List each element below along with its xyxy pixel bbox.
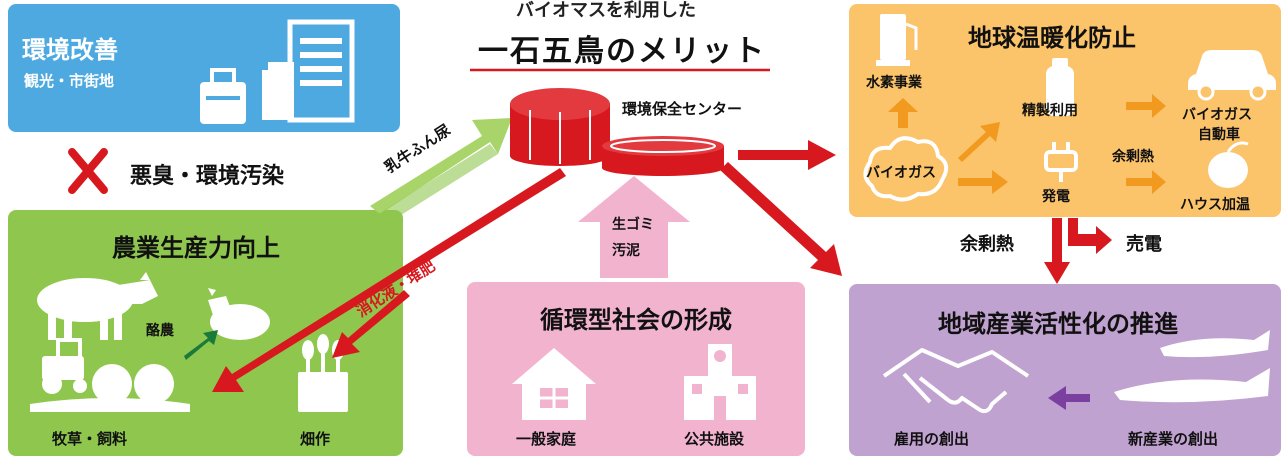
to-regional-arrow (720, 162, 842, 276)
household-label: 一般家庭 (516, 430, 577, 448)
waste-label-line2: 汚泥 (612, 243, 640, 259)
up-arrow-orange (888, 98, 918, 128)
storage-tank-icon (602, 136, 724, 176)
hay-bales-icon (30, 364, 190, 412)
greenhouse-fruit-icon (1208, 141, 1249, 188)
environment-title: 環境改善 (22, 36, 118, 64)
recycling-title: 循環型社会の形成 (540, 306, 732, 334)
car-icon (1188, 50, 1276, 101)
gas-cylinder-icon (1046, 58, 1074, 116)
warming-title: 地球温暖化防止 (968, 24, 1136, 52)
employment-label: 雇用の創出 (894, 430, 970, 448)
public-facility-label: 公共施設 (684, 430, 745, 448)
building-icon (262, 19, 355, 123)
field-arrow (332, 290, 410, 358)
power-sale-arrow (1068, 218, 1112, 254)
problem-label: 悪臭・環境汚染 (130, 164, 285, 189)
new-industry-label: 新産業の創出 (1128, 430, 1219, 448)
environment-subtitle: 観光・市街地 (24, 72, 115, 90)
power-sale-label: 売電 (1126, 234, 1162, 255)
regional-arrow (1048, 386, 1090, 410)
manure-arrow (370, 118, 512, 222)
biogas-cloud-icon (863, 136, 949, 202)
power-label: 発電 (1042, 189, 1070, 205)
vehicle-label-line1: バイオガス (1182, 107, 1252, 123)
field-label: 畑作 (300, 430, 331, 448)
dairy-label: 酪農 (146, 323, 174, 339)
waste-arrow (578, 176, 690, 278)
agriculture-title: 農業生産力向上 (112, 234, 280, 262)
hydrogen-label: 水素事業 (866, 75, 922, 91)
page-title: 一石五鳥のメリット (478, 34, 766, 69)
recycling-panel (467, 282, 805, 456)
center-facility-label: 環境保全センター (622, 100, 743, 118)
digester-tank-icon (510, 88, 610, 166)
header-subtitle: バイオマスを利用した (516, 0, 696, 21)
digestate-arrow (212, 168, 566, 392)
sturgeon-icon (1114, 330, 1270, 403)
calf-icon (208, 288, 270, 340)
house-icon (512, 348, 596, 420)
surplus-heat-label: 余剰熱 (960, 234, 1014, 255)
suitcase-icon (200, 68, 246, 124)
greenhouse-label: ハウス加温 (1180, 197, 1250, 213)
refine-label: 精製利用 (1022, 103, 1078, 119)
warming-flow-arrows (958, 94, 1166, 194)
to-warming-arrow (738, 140, 836, 170)
dairy-arrow (184, 330, 218, 360)
pasture-label: 牧草・飼料 (52, 430, 128, 448)
handshake-icon (882, 348, 1030, 414)
warming-surplus-heat-label: 余剰熱 (1112, 149, 1154, 165)
surplus-heat-arrow (1044, 218, 1070, 284)
plug-icon (1044, 142, 1078, 182)
vehicle-label-line2: 自動車 (1198, 127, 1240, 143)
waste-label-line1: 生ゴミ (612, 217, 654, 233)
cross-icon (68, 148, 108, 194)
biogas-label: バイオガス (866, 165, 936, 181)
tractor-icon (42, 338, 87, 394)
regional-title: 地域産業活性化の推進 (938, 310, 1178, 338)
public-facility-icon (684, 344, 756, 420)
cow-icon (37, 272, 158, 340)
hydrogen-station-icon (876, 14, 918, 66)
regional-panel (849, 284, 1281, 456)
